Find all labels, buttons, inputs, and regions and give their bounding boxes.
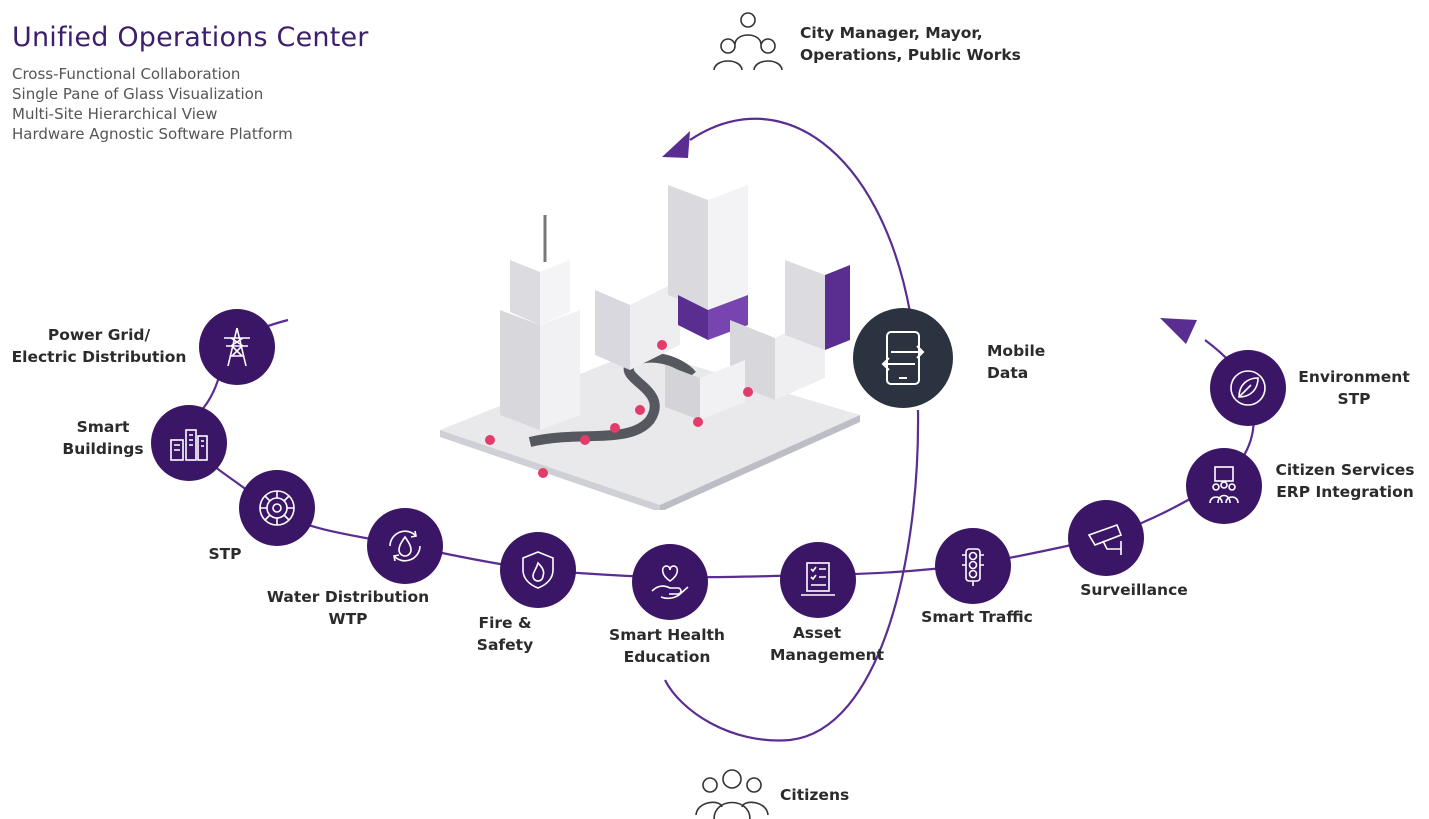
- community-icon: [1209, 466, 1239, 504]
- feature-item: Cross-Functional Collaboration: [12, 65, 241, 83]
- label-stp: STP: [195, 543, 255, 565]
- fire-shield-icon: [522, 551, 554, 589]
- officials-icon: [713, 12, 783, 71]
- chain-arrow-head: [1160, 318, 1197, 344]
- feature-item: Single Pane of Glass Visualization: [12, 85, 264, 103]
- node-fire-safety[interactable]: [500, 532, 576, 608]
- feature-list: Cross-Functional Collaboration Single Pa…: [12, 64, 293, 144]
- label-surveillance: Surveillance: [1072, 579, 1196, 601]
- label-line: WTP: [328, 610, 368, 628]
- label-line: Smart Traffic: [921, 608, 1033, 626]
- feature-item: Multi-Site Hierarchical View: [12, 105, 218, 123]
- label-line: ERP Integration: [1276, 483, 1414, 501]
- label-fire-safety: Fire & Safety: [470, 612, 540, 656]
- node-surveillance[interactable]: [1068, 500, 1144, 576]
- loop-lower-arc: [664, 409, 920, 742]
- node-smart-traffic[interactable]: [935, 528, 1011, 604]
- label-line: STP: [208, 545, 242, 563]
- label-line: Safety: [476, 636, 534, 654]
- buildings-icon: [170, 429, 208, 461]
- label-asset-management: Asset Management: [770, 622, 885, 666]
- label-power-grid: Power Grid/ Electric Distribution: [8, 324, 190, 368]
- officials-line: Operations, Public Works: [800, 46, 1021, 64]
- node-asset-management[interactable]: [780, 542, 856, 618]
- page-title: Unified Operations Center: [12, 22, 369, 53]
- node-smart-buildings[interactable]: [151, 405, 227, 481]
- label-line: Education: [623, 648, 711, 666]
- node-smart-health[interactable]: [632, 544, 708, 620]
- mobile-data-label: Mobile Data: [987, 340, 1045, 384]
- label-line: Management: [770, 646, 885, 664]
- label-line: STP: [1337, 390, 1371, 408]
- label-line: Water Distribution: [266, 588, 430, 606]
- node-citizen-services[interactable]: [1186, 448, 1262, 524]
- mobile-line: Mobile: [987, 342, 1046, 360]
- label-smart-buildings: Smart Buildings: [58, 416, 148, 460]
- label-line: Power Grid/: [47, 326, 151, 344]
- label-smart-health: Smart Health Education: [600, 624, 734, 668]
- filter-wheel-icon: [259, 490, 295, 526]
- label-line: Buildings: [62, 440, 144, 458]
- label-line: Electric Distribution: [11, 348, 187, 366]
- label-environment: Environment STP: [1290, 366, 1418, 410]
- water-drop-cycle-icon: [389, 530, 421, 562]
- node-environment[interactable]: [1210, 350, 1286, 426]
- loop-upper-arc: [689, 117, 912, 313]
- citizens-label: Citizens: [780, 786, 850, 804]
- mobile-data-node[interactable]: [853, 308, 953, 408]
- mobile-sync-icon: [881, 331, 925, 385]
- label-line: Citizen Services: [1275, 461, 1415, 479]
- label-line: Asset: [792, 624, 842, 642]
- label-line: Fire &: [478, 614, 532, 632]
- label-citizen-services: Citizen Services ERP Integration: [1270, 459, 1420, 503]
- label-line: Smart Health: [609, 626, 725, 644]
- citizens-icon: [695, 769, 769, 819]
- feature-item: Hardware Agnostic Software Platform: [12, 125, 293, 143]
- city-illustration: [440, 185, 860, 510]
- hand-heart-icon: [651, 565, 689, 600]
- loop-arrow-head: [662, 131, 690, 158]
- power-tower-icon: [224, 327, 250, 367]
- officials-label: City Manager, Mayor, Operations, Public …: [800, 22, 1021, 66]
- mobile-line: Data: [987, 364, 1029, 382]
- label-water-distribution: Water Distribution WTP: [262, 586, 434, 630]
- leaf-icon: [1230, 370, 1266, 406]
- label-line: Environment: [1298, 368, 1410, 386]
- cctv-camera-icon: [1087, 523, 1123, 555]
- traffic-light-icon: [962, 548, 984, 586]
- node-water-distribution[interactable]: [367, 508, 443, 584]
- checklist-laptop-icon: [801, 562, 835, 596]
- node-stp[interactable]: [239, 470, 315, 546]
- officials-line: City Manager, Mayor,: [800, 24, 983, 42]
- label-line: Surveillance: [1080, 581, 1188, 599]
- label-smart-traffic: Smart Traffic: [910, 606, 1044, 628]
- node-power-grid[interactable]: [199, 309, 275, 385]
- label-line: Smart: [76, 418, 130, 436]
